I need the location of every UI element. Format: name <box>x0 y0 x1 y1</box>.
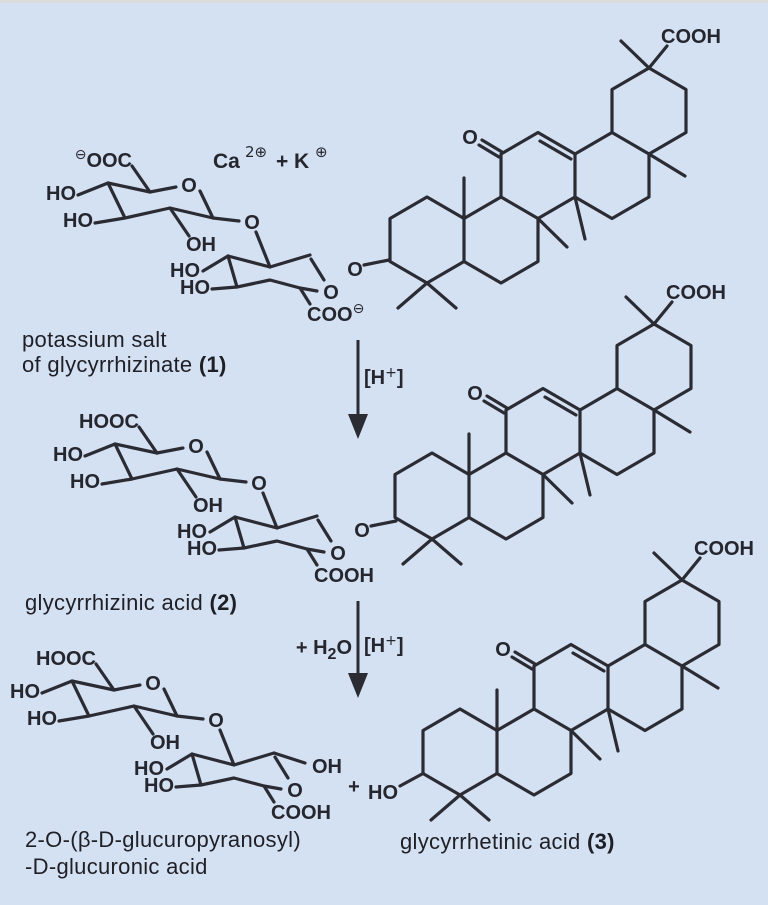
hydroxyl-label: HO <box>134 758 164 780</box>
ion-plus-sign: + <box>276 150 288 173</box>
ring-oxygen: O <box>330 543 346 565</box>
glycosidic-bond <box>369 519 398 528</box>
hydroxyl-label: HO <box>180 277 210 299</box>
hydroxyl-label: HO <box>63 210 93 232</box>
carboxyl-bottom-label: COOH <box>271 802 331 824</box>
triterpene-bonds <box>393 295 693 566</box>
counter-ions: Ca 2⊕ + K ⊕ <box>213 143 328 173</box>
calcium-charge: 2⊕ <box>245 143 267 161</box>
anomeric-hydroxyl-label: OH <box>312 756 342 778</box>
hydroxyl-label: OH <box>193 495 223 517</box>
caption-compound-2: glycyrrhizinic acid (2) <box>25 590 237 615</box>
acid-condition-label: [H+] <box>364 365 404 389</box>
carboxyl-top-label: HOOC <box>36 648 96 670</box>
compound-name: of glycyrrhizinate (1) <box>22 352 227 377</box>
water-reagent-label: + H2O <box>296 637 352 663</box>
potassium-charge: ⊕ <box>315 143 328 161</box>
compound-name: potassium salt <box>22 327 167 352</box>
link-oxygen: O <box>208 710 224 732</box>
acid-condition-label: [H+] <box>364 633 404 657</box>
hydroxyl-label: HO <box>368 782 398 804</box>
hydroxyl-label: OH <box>150 732 180 754</box>
glycosidic-bond <box>362 258 391 267</box>
compound-name: -D-glucuronic acid <box>25 854 208 879</box>
ketone-oxygen: O <box>495 639 511 661</box>
disaccharide-1: ⊖OOC HO HO OH O O HO HO O COO⊖ O <box>46 147 391 326</box>
ring-oxygen: O <box>181 175 197 197</box>
top-rule <box>0 0 768 3</box>
hydroxyl-label: HO <box>70 471 100 493</box>
hydroxyl-label: HO <box>10 681 40 703</box>
glycosidic-oxygen: O <box>354 520 370 542</box>
hydroxyl-bond <box>398 771 425 788</box>
ring-oxygen: O <box>287 780 303 802</box>
carboxylate-top-label: ⊖OOC <box>75 147 132 172</box>
potassium-label: K <box>294 150 309 173</box>
reaction-arrow-1: [H+] <box>348 340 404 439</box>
triterpene-bonds <box>388 39 688 310</box>
link-oxygen: O <box>251 473 267 495</box>
hydroxyl-label: HO <box>27 708 57 730</box>
link-oxygen: O <box>244 212 260 234</box>
anomeric-oh-bond <box>272 751 307 765</box>
ketone-oxygen: O <box>467 383 483 405</box>
hydroxyl-label: HO <box>170 260 200 282</box>
carboxyl-bottom-label: COOH <box>314 565 374 587</box>
cooh-label: COOH <box>661 26 721 48</box>
ketone-oxygen: O <box>462 127 478 149</box>
triterpene-1: O COOH <box>388 26 721 310</box>
hydroxyl-label: HO <box>187 538 217 560</box>
plus-sign: + <box>348 776 360 798</box>
hydroxyl-label: HO <box>46 183 76 205</box>
compound-name: 2-O-(β-D-glucuropyranosyl) <box>25 827 301 852</box>
hydroxyl-label: HO <box>144 775 174 797</box>
compound-name: glycyrrhizinic acid (2) <box>25 590 237 615</box>
disaccharide-2: HOOC HO HO OH O O HO HO O COOH O <box>53 411 398 587</box>
caption-compound-1: potassium salt of glycyrrhizinate (1) <box>22 327 227 377</box>
triterpene-bonds <box>421 551 721 822</box>
hydroxyl-label: HO <box>53 444 83 466</box>
compound-name: glycyrrhetinic acid (3) <box>400 829 615 854</box>
ring-oxygen: O <box>323 282 339 304</box>
hydroxyl-label: HO <box>177 521 207 543</box>
reaction-arrow-2: + H2O [H+] <box>296 601 404 698</box>
calcium-label: Ca <box>213 150 240 173</box>
cooh-label: COOH <box>666 282 726 304</box>
triterpene-3: HO O COOH <box>368 538 754 822</box>
cooh-label: COOH <box>694 538 754 560</box>
arrow-head-icon <box>348 673 368 698</box>
ring-oxygen: O <box>188 436 204 458</box>
disaccharide-3: HOOC HO HO OH O O HO HO O COOH OH <box>10 648 342 824</box>
carboxyl-top-label: HOOC <box>79 411 139 433</box>
carboxylate-bottom-label: COO⊖ <box>307 301 364 326</box>
ring-oxygen: O <box>145 673 161 695</box>
hydroxyl-label: OH <box>186 234 216 256</box>
arrow-head-icon <box>348 414 368 439</box>
caption-compound-4: glycyrrhetinic acid (3) <box>400 829 615 854</box>
caption-compound-3: 2-O-(β-D-glucuropyranosyl) -D-glucuronic… <box>25 827 301 879</box>
glycosidic-oxygen: O <box>347 259 363 281</box>
triterpene-2: O COOH <box>393 282 726 566</box>
